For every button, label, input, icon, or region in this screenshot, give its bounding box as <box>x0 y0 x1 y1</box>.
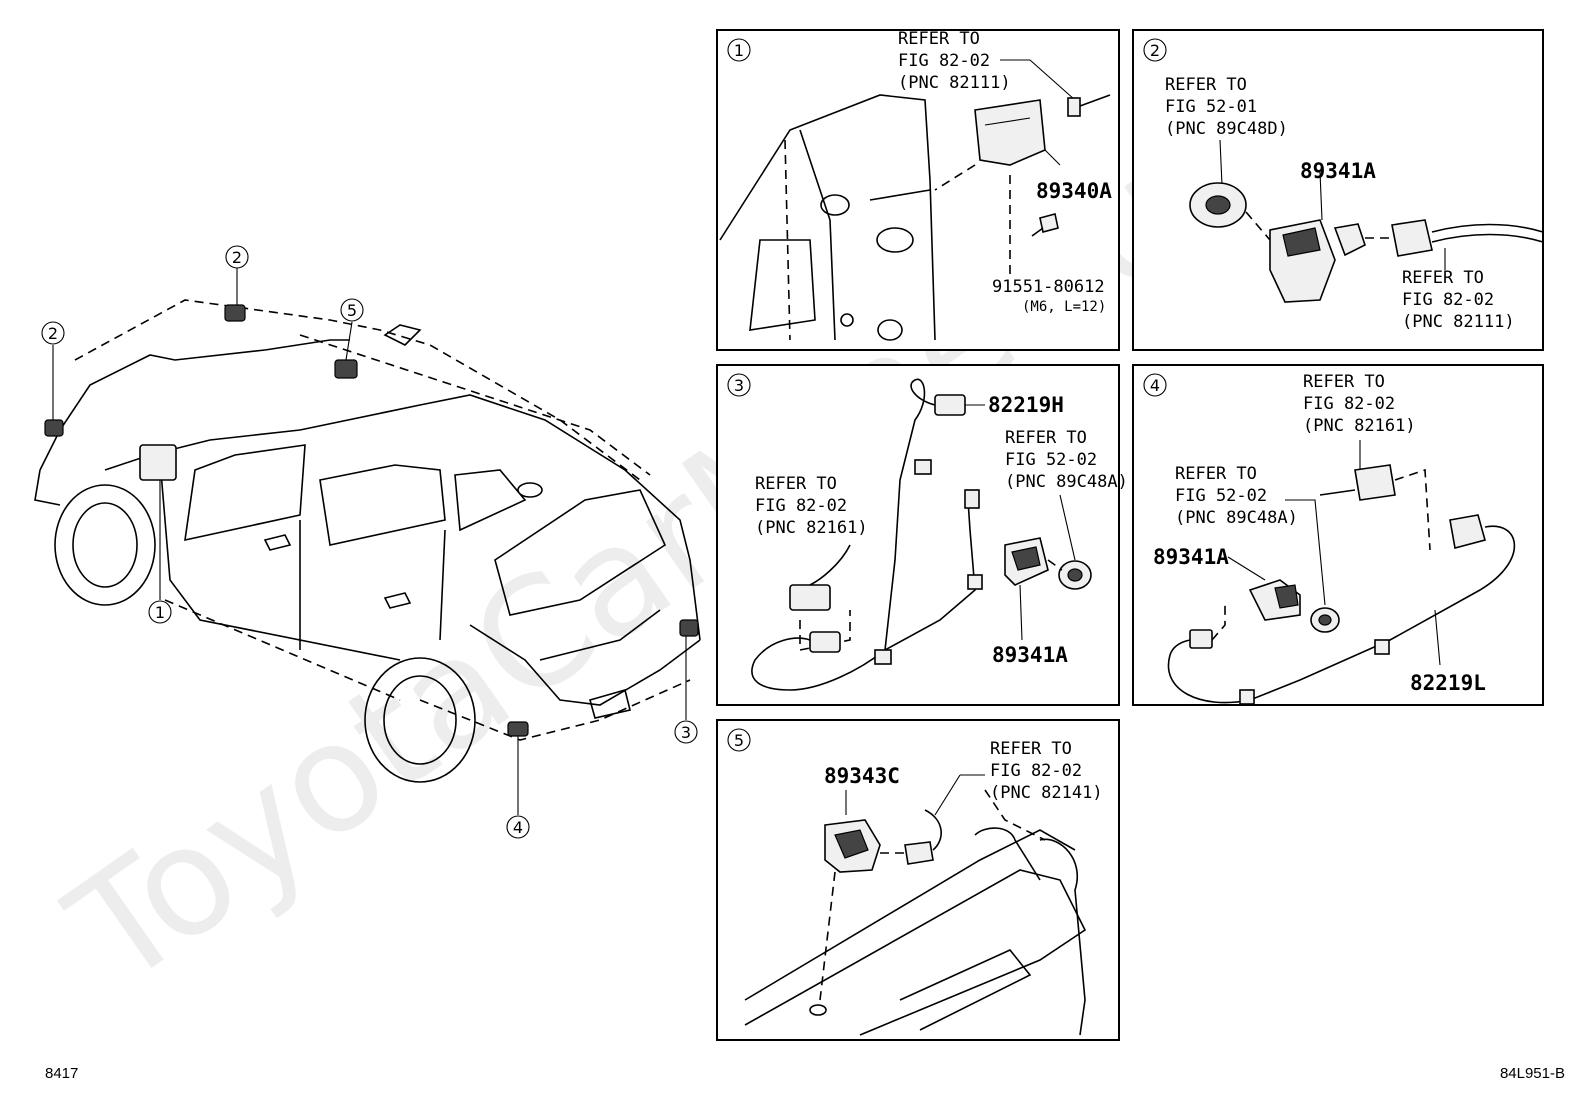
panel-1: 1 REFER TO FIG 82-02 (PNC 82111) 89340A … <box>716 29 1120 351</box>
panel-3-refer-a-l3: (PNC 89C48A) <box>1005 472 1128 492</box>
panel-5-refer-l3: (PNC 82141) <box>990 783 1103 803</box>
panel-1-number: 1 <box>734 41 744 60</box>
svg-text:2: 2 <box>232 248 242 267</box>
panel-4-refer-b-l1: REFER TO <box>1175 464 1257 484</box>
panel-2-refer-a-l2: FIG 52-01 <box>1165 97 1257 117</box>
callout-2-top: 2 <box>225 245 249 269</box>
panel-4-refer-b-l2: FIG 52-02 <box>1175 486 1267 506</box>
svg-text:1: 1 <box>155 603 165 622</box>
diagram-code-right: 84L951-B <box>1500 1065 1565 1082</box>
panel-1-bolt-no: 91551-80612 <box>992 277 1105 297</box>
panel-4-part-wire: 82219L <box>1410 671 1486 695</box>
panel-1-refer-l2: FIG 82-02 <box>898 51 990 71</box>
panel-5: 5 89343C REFER TO FIG 82-02 (PNC 82141) <box>716 719 1120 1041</box>
panel-2-refer-a-l1: REFER TO <box>1165 75 1247 95</box>
panel-2-part-main: 89341A <box>1300 159 1376 183</box>
panel-2-number: 2 <box>1150 41 1160 60</box>
ecu-89340a-shape <box>974 99 1046 166</box>
panel-3-part-wire: 82219H <box>988 393 1064 417</box>
panel-2-refer-b-l2: FIG 82-02 <box>1402 290 1494 310</box>
svg-text:4: 4 <box>513 818 523 837</box>
panel-3-number: 3 <box>734 376 744 395</box>
callout-4: 4 <box>506 815 530 839</box>
svg-text:3: 3 <box>681 723 691 742</box>
panel-2-refer-b-l1: REFER TO <box>1402 268 1484 288</box>
panel-4-refer-a-l3: (PNC 82161) <box>1303 416 1416 436</box>
callout-2-side: 2 <box>41 321 65 345</box>
panel-3-refer-b-l1: REFER TO <box>755 474 837 494</box>
callout-1: 1 <box>148 600 172 624</box>
panel-5-refer-l2: FIG 82-02 <box>990 761 1082 781</box>
panel-4-part-main: 89341A <box>1153 545 1229 569</box>
panel-1-refer-l3: (PNC 82111) <box>898 73 1011 93</box>
panel-5-part-main: 89343C <box>824 764 900 788</box>
panel-4: 4 REFER TO FIG 82-02 (PNC 82161) REFER T… <box>1132 364 1544 706</box>
panel-2-refer-a-l3: (PNC 89C48D) <box>1165 119 1288 139</box>
panel-2: 2 REFER TO FIG 52-01 (PNC 89C48D) 89341A… <box>1132 29 1544 351</box>
panel-5-refer-l1: REFER TO <box>990 739 1072 759</box>
panel-4-refer-b-l3: (PNC 89C48A) <box>1175 508 1298 528</box>
panel-1-part-main: 89340A <box>1036 179 1112 203</box>
panel-2-refer-b-l3: (PNC 82111) <box>1402 312 1515 332</box>
callout-3: 3 <box>674 720 698 744</box>
svg-text:2: 2 <box>48 324 58 343</box>
svg-text:5: 5 <box>347 301 357 320</box>
vehicle-overview <box>34 268 701 815</box>
panel-3-refer-b-l2: FIG 82-02 <box>755 496 847 516</box>
panel-1-bolt-spec: (M6, L=12) <box>1022 299 1106 315</box>
panel-5-number: 5 <box>734 731 744 750</box>
callout-5: 5 <box>340 298 364 322</box>
diagram-code-left: 8417 <box>45 1065 78 1082</box>
panel-3-refer-a-l1: REFER TO <box>1005 428 1087 448</box>
panel-4-refer-a-l1: REFER TO <box>1303 372 1385 392</box>
panel-3: 3 82219H REFER TO FIG 52-02 (PNC 89C48A)… <box>716 364 1128 706</box>
panel-3-part-main: 89341A <box>992 643 1068 667</box>
panel-3-refer-b-l3: (PNC 82161) <box>755 518 868 538</box>
panel-4-number: 4 <box>1150 376 1160 395</box>
panel-3-refer-a-l2: FIG 52-02 <box>1005 450 1097 470</box>
panel-1-refer-l1: REFER TO <box>898 29 980 49</box>
panel-4-refer-a-l2: FIG 82-02 <box>1303 394 1395 414</box>
